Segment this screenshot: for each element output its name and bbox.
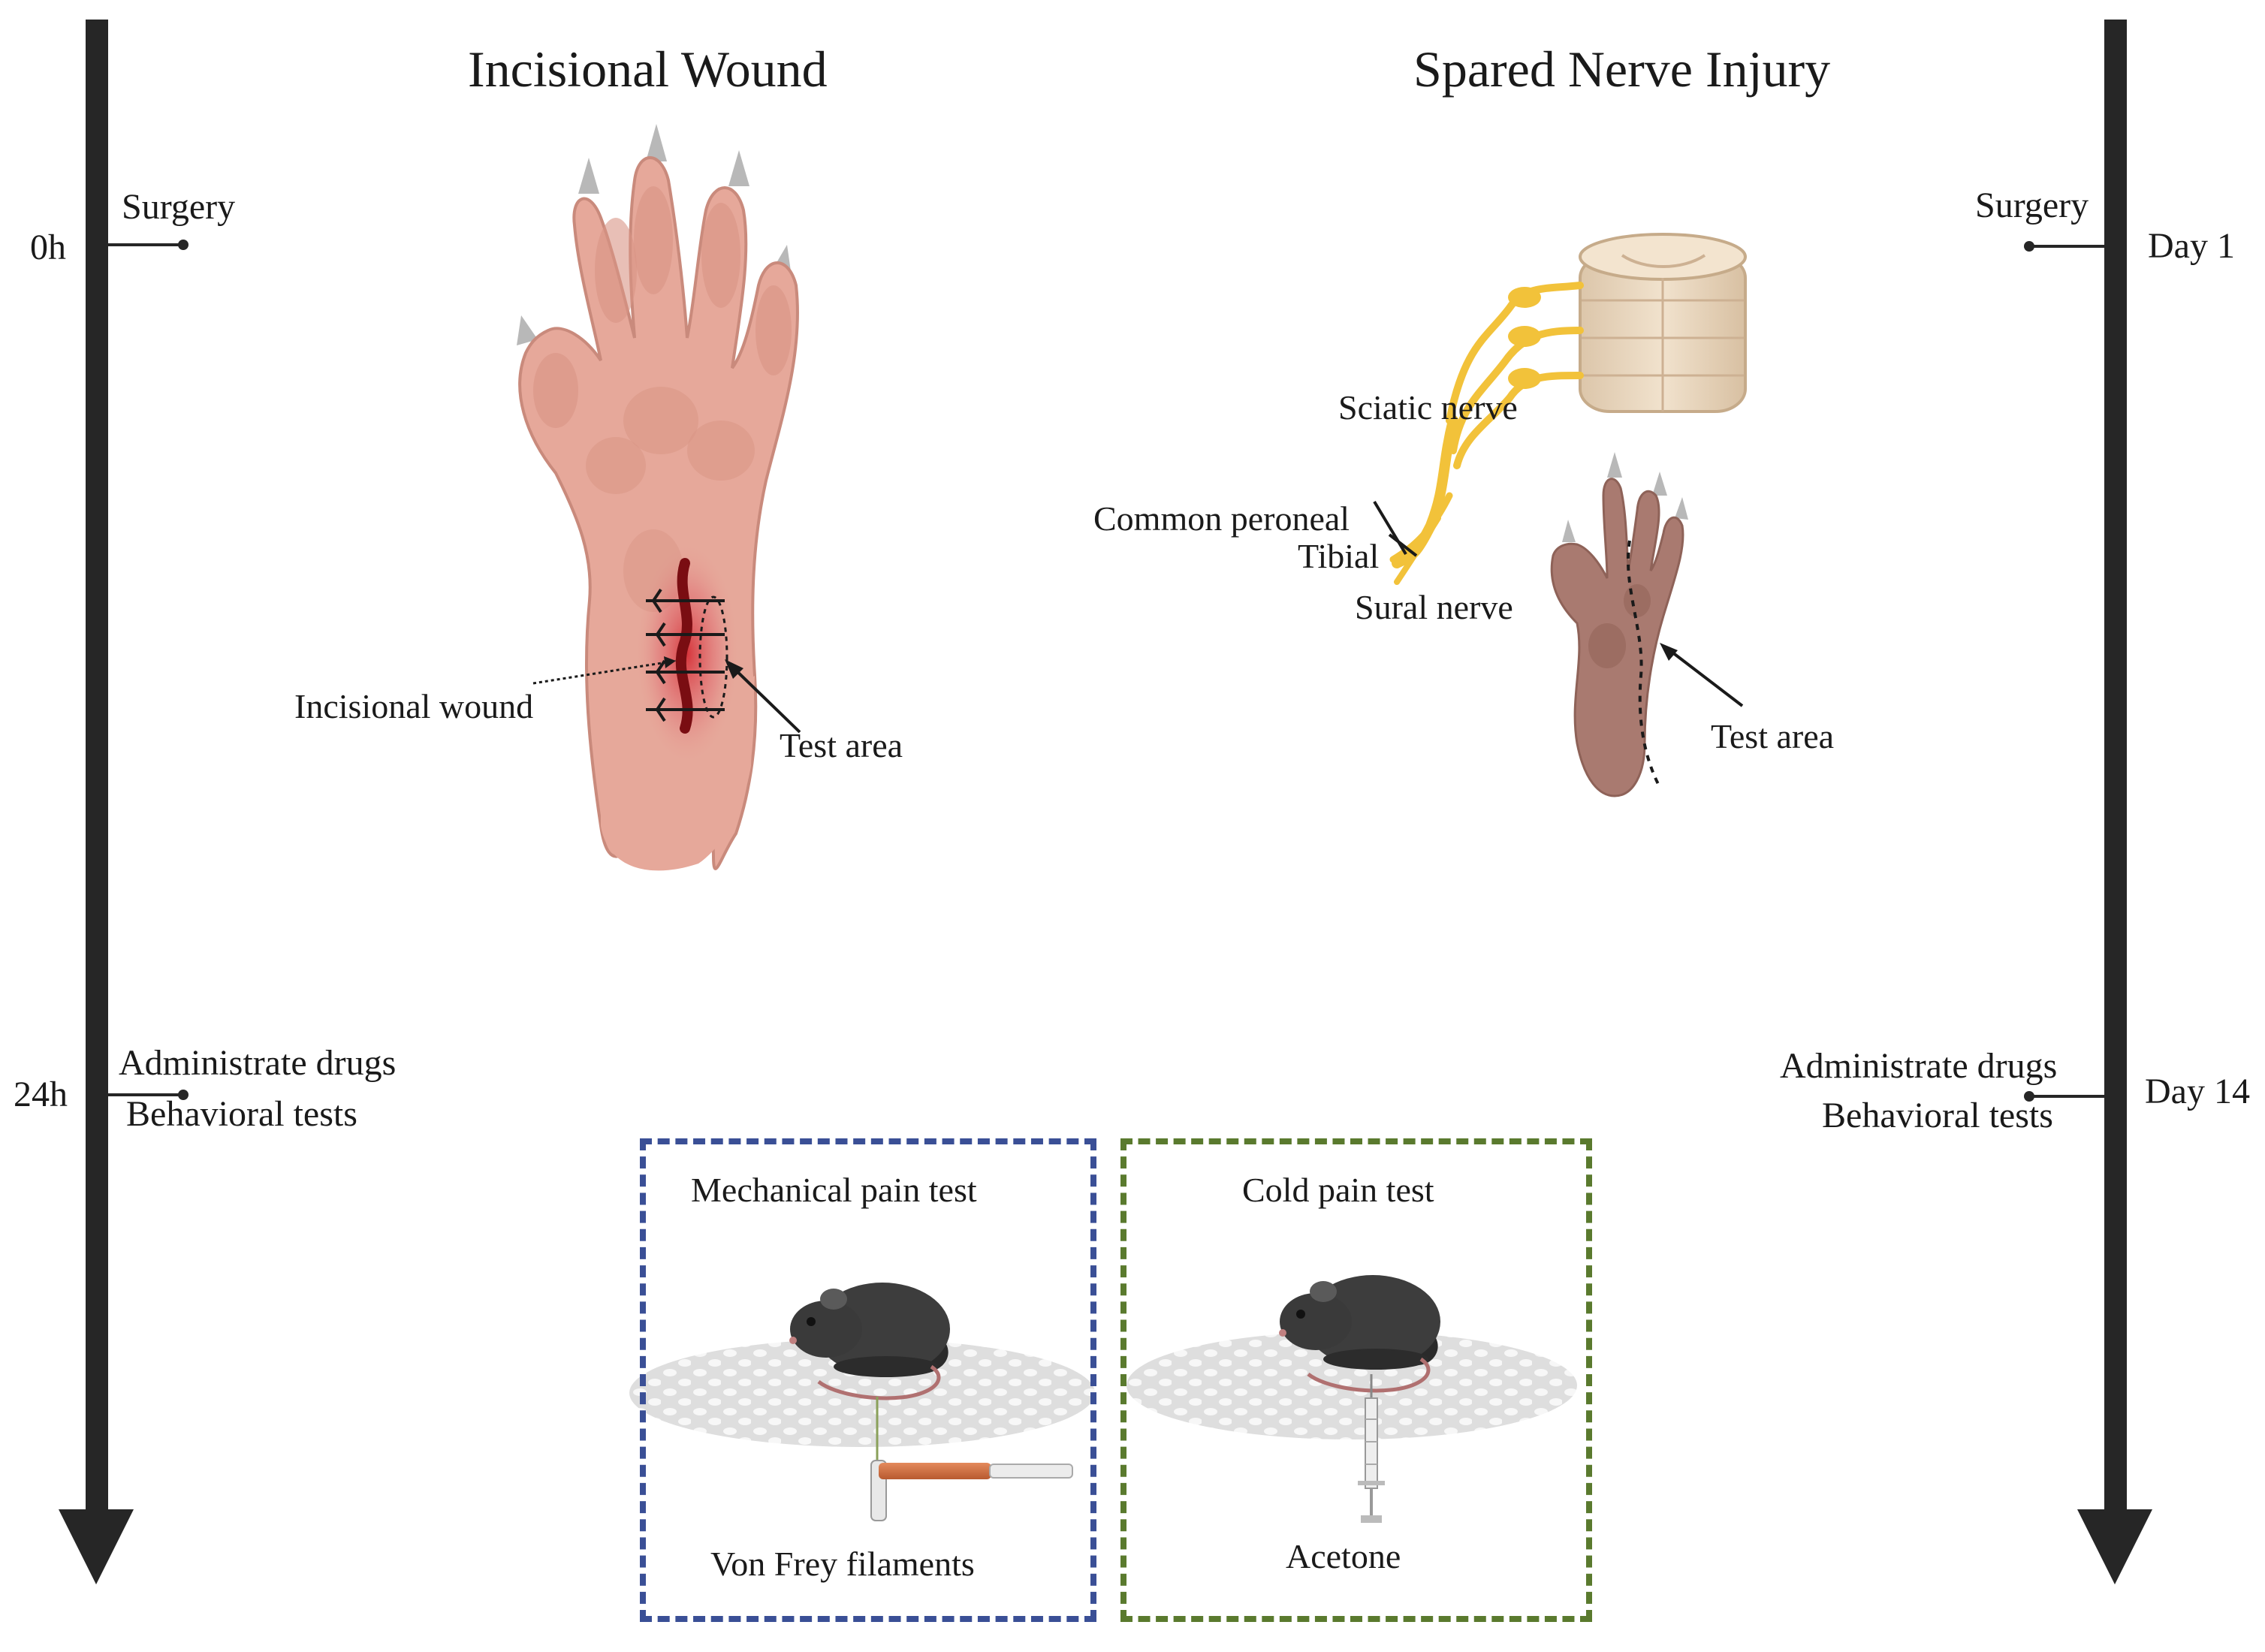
acetone-syringe xyxy=(1358,1374,1385,1523)
label-tibial: Tibial xyxy=(1298,537,1380,575)
left-time-24h: 24h xyxy=(14,1075,68,1114)
incision-line xyxy=(675,558,693,734)
label-sciatic-nerve: Sciatic nerve xyxy=(1338,388,1518,427)
mouse xyxy=(1279,1275,1440,1393)
right-time-day-1: Day 1 xyxy=(2148,226,2235,266)
label-sural-nerve: Sural nerve xyxy=(1355,588,1513,626)
cold-test-tool: Acetone xyxy=(1286,1537,1401,1575)
left-label-administrate-drugs: Administrate drugs xyxy=(119,1043,397,1083)
mouse xyxy=(789,1283,950,1400)
left-label-behavioral-tests: Behavioral tests xyxy=(126,1094,357,1134)
title-incisional-wound: Incisional Wound xyxy=(468,41,828,98)
label-incisional-wound: Incisional wound xyxy=(294,687,534,725)
right-label-administrate-drugs: Administrate drugs xyxy=(1780,1046,2058,1086)
left-timeline-bar xyxy=(86,20,108,1523)
right-label-behavioral-tests: Behavioral tests xyxy=(1822,1096,2053,1135)
right-time-day-14: Day 14 xyxy=(2145,1072,2250,1111)
mesh-platform xyxy=(1126,1331,1577,1439)
left-time-0h: 0h xyxy=(30,228,66,267)
spinal-cord xyxy=(1579,233,1747,413)
label-test-area-incisional: Test area xyxy=(780,726,903,764)
incisional-test-area-outline xyxy=(698,595,728,719)
right-timeline-arrowhead xyxy=(2077,1509,2152,1584)
incisional-paw-illustration xyxy=(517,124,801,871)
sciatic-nerve xyxy=(1389,282,1584,585)
mechanical-test-box xyxy=(640,1138,1096,1622)
label-common-peroneal: Common peroneal xyxy=(1093,499,1350,538)
sni-illustration xyxy=(1373,233,1747,797)
left-timeline xyxy=(59,20,188,1584)
right-tick-drugs-dot xyxy=(2024,1091,2034,1102)
right-label-surgery: Surgery xyxy=(1975,185,2089,225)
left-tick-surgery-dot xyxy=(178,240,188,250)
left-tick-drugs-dot xyxy=(178,1090,188,1100)
title-spared-nerve-injury: Spared Nerve Injury xyxy=(1413,41,1831,98)
label-test-area-sni: Test area xyxy=(1711,717,1835,755)
mesh-platform xyxy=(629,1339,1095,1447)
left-timeline-arrowhead xyxy=(59,1509,134,1584)
cold-test-title: Cold pain test xyxy=(1242,1171,1434,1209)
cold-test-illustration xyxy=(1126,1275,1577,1523)
cold-test-box xyxy=(1120,1138,1592,1622)
left-label-surgery: Surgery xyxy=(122,187,236,227)
sni-test-area-line xyxy=(1626,540,1661,788)
mechanical-test-tool: Von Frey filaments xyxy=(710,1545,975,1583)
right-timeline xyxy=(2024,20,2152,1584)
right-tick-surgery-dot xyxy=(2024,241,2034,252)
mechanical-test-title: Mechanical pain test xyxy=(691,1171,977,1209)
sni-paw xyxy=(1550,452,1744,797)
mechanical-test-illustration xyxy=(629,1283,1095,1521)
right-timeline-bar xyxy=(2104,20,2127,1523)
